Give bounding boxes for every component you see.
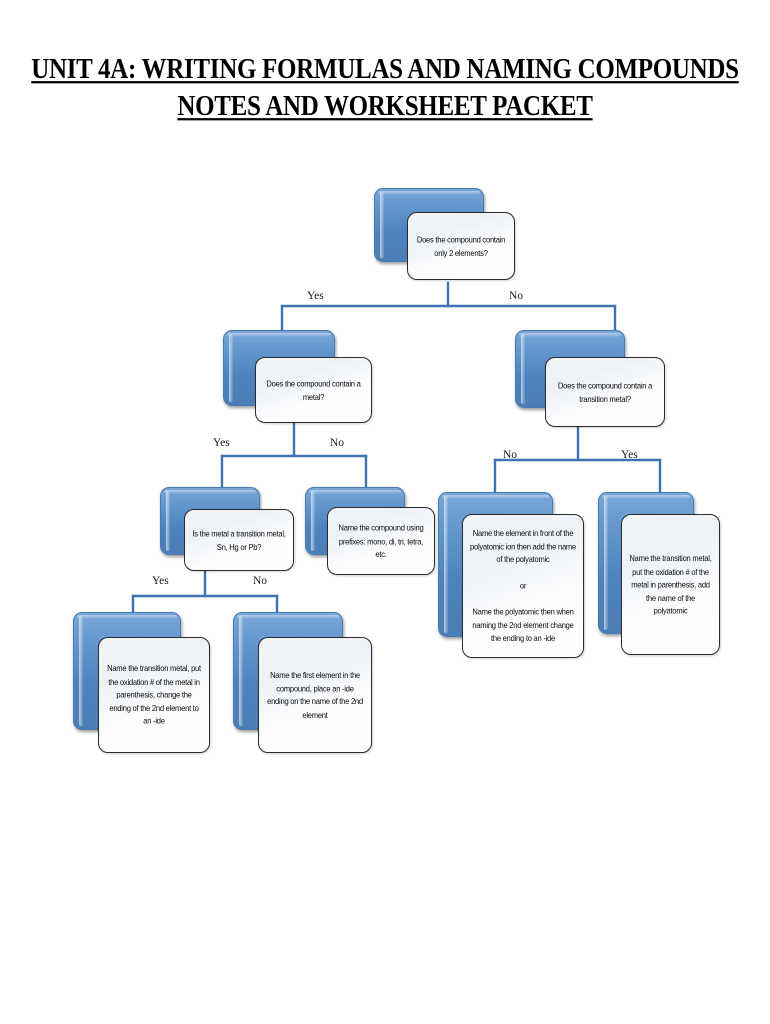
edge-label-n3-yes: Yes	[621, 449, 638, 461]
flow-node-n3[interactable]: Does the compound contain a transition m…	[515, 330, 667, 430]
flow-node-n9[interactable]: Name the first element in the compound, …	[233, 612, 373, 754]
node-card: Name the transition metal, put the oxida…	[621, 514, 720, 655]
node-text: Name the first element in the compound, …	[267, 669, 363, 720]
edge-label-n2-yes: Yes	[213, 437, 230, 449]
node-text: Name the transition metal, put the oxida…	[629, 552, 712, 616]
edge-label-n3-no: No	[503, 449, 518, 461]
edge-label-n2-no: No	[330, 437, 345, 449]
flow-node-n4[interactable]: Is the metal a transition metal, Sn, Hg …	[160, 487, 295, 573]
node-card: Name the first element in the compound, …	[258, 637, 372, 753]
flow-node-n5[interactable]: Name the compound using prefixes: mono, …	[305, 487, 438, 577]
title-line-2: NOTES AND WORKSHEET PACKET	[177, 91, 593, 122]
page-title: UNIT 4A: WRITING FORMULAS AND NAMING COM…	[0, 52, 770, 121]
node-card: Name the transition metal, put the oxida…	[98, 637, 210, 753]
node-text: Name the transition metal, put the oxida…	[107, 663, 201, 727]
node-text: Does the compound contain only 2 element…	[416, 234, 506, 258]
flow-node-n8[interactable]: Name the transition metal, put the oxida…	[73, 612, 211, 754]
node-text: Name the compound using prefixes: mono, …	[338, 522, 424, 559]
node-card: Does the compound contain only 2 element…	[407, 212, 515, 280]
node-text: Is the metal a transition metal, Sn, Hg …	[192, 528, 286, 552]
node-card: Name the element in front of the polyato…	[462, 514, 584, 658]
edge-label-n4-yes: Yes	[152, 575, 169, 587]
node-text: Does the compound contain a metal?	[266, 378, 361, 402]
flow-node-n6[interactable]: Name the element in front of the polyato…	[438, 492, 586, 660]
node-card: Name the compound using prefixes: mono, …	[327, 507, 435, 575]
flow-node-n1[interactable]: Does the compound contain only 2 element…	[374, 188, 520, 284]
flow-node-n7[interactable]: Name the transition metal, put the oxida…	[598, 492, 722, 657]
edge-label-n4-no: No	[253, 575, 268, 587]
node-text: Name the element in front of the polyato…	[470, 528, 576, 644]
flow-node-n2[interactable]: Does the compound contain a metal?	[223, 330, 375, 426]
node-card: Is the metal a transition metal, Sn, Hg …	[184, 509, 294, 571]
title-line-1: UNIT 4A: WRITING FORMULAS AND NAMING COM…	[31, 54, 739, 85]
edge-label-n1-yes: Yes	[307, 290, 324, 302]
node-card: Does the compound contain a transition m…	[545, 357, 665, 427]
node-text: Does the compound contain a transition m…	[557, 380, 653, 404]
node-card: Does the compound contain a metal?	[255, 357, 372, 423]
edge-label-n1-no: No	[509, 290, 524, 302]
